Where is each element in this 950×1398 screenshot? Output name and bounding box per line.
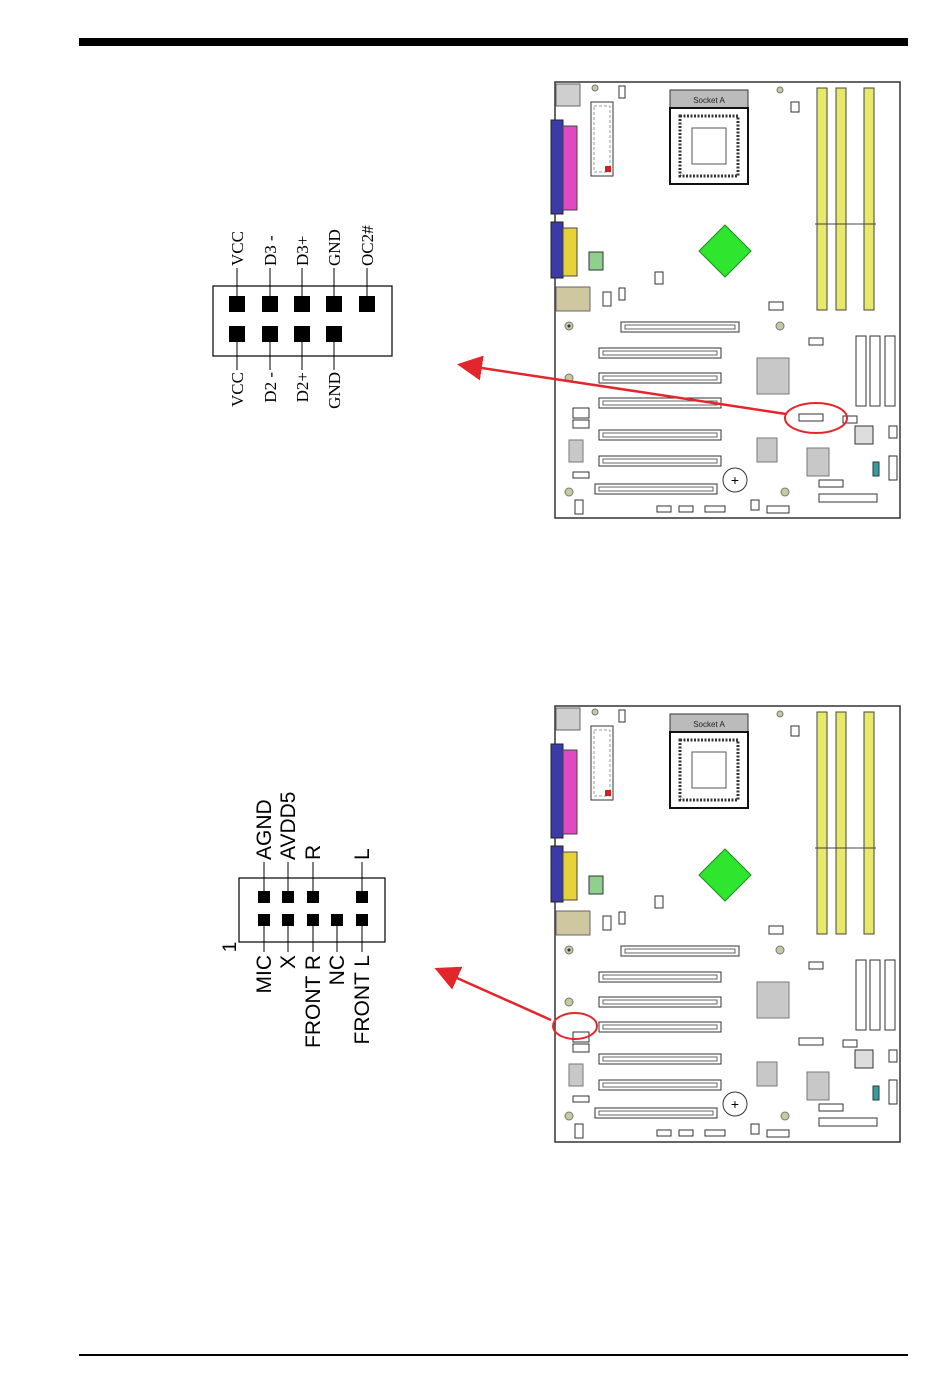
audio-pin-l: [356, 891, 368, 903]
audio-pin-front-r: [307, 914, 319, 926]
audio-pin-front-l: [356, 914, 368, 926]
audio-label-r: R: [302, 845, 325, 860]
audio-label-l: L: [351, 848, 374, 860]
usb-label-d2-plus: D2+: [293, 372, 312, 402]
usb-label-d3-plus: D3+: [293, 236, 312, 266]
usb-pin-vcc-top: [229, 296, 245, 312]
audio-header-figure: AGND AVDD5 R L MIC X FRONT R NC FRONT L …: [220, 792, 385, 1048]
audio-pin-mic: [258, 914, 270, 926]
usb-label-vcc-bottom: VCC: [228, 372, 247, 407]
usb-pin-d2-minus: [262, 326, 278, 342]
motherboard-diagram-audio: [551, 706, 900, 1142]
audio-label-front-r: FRONT R: [302, 955, 325, 1048]
usb-header-figure: VCC D3 - D3+ GND OC2# VCC D2 - D2+ GND: [213, 225, 392, 409]
usb-label-d2-minus: D2 -: [261, 372, 280, 403]
audio-label-x: X: [277, 955, 300, 969]
usb-pin-vcc-bottom: [229, 326, 245, 342]
usb-pin-d2-plus: [294, 326, 310, 342]
usb-label-vcc-top: VCC: [228, 231, 247, 266]
usb-label-gnd-top: GND: [325, 229, 344, 266]
usb-pin-gnd-top: [326, 296, 342, 312]
audio-pin-x: [282, 914, 294, 926]
audio-pin-one-marker: 1: [220, 942, 241, 953]
usb-pin-gnd-bottom: [326, 326, 342, 342]
audio-label-avdd5: AVDD5: [277, 792, 300, 860]
audio-pointer-arrow: [439, 970, 551, 1020]
usb-pin-d3-plus: [294, 296, 310, 312]
audio-label-agnd: AGND: [253, 799, 276, 860]
audio-label-front-l: FRONT L: [351, 955, 374, 1044]
audio-pin-r: [307, 891, 319, 903]
usb-label-oc2: OC2#: [358, 225, 377, 266]
audio-label-nc: NC: [326, 955, 349, 985]
usb-label-d3-minus: D3 -: [261, 235, 280, 266]
usb-pin-d3-minus: [262, 296, 278, 312]
usb-pin-oc2: [359, 296, 375, 312]
audio-label-mic: MIC: [253, 955, 276, 994]
audio-pin-avdd5: [282, 891, 294, 903]
audio-pin-nc: [331, 914, 343, 926]
audio-header-outline: [239, 878, 385, 942]
usb-label-gnd-bottom: GND: [325, 372, 344, 409]
motherboard-diagram-usb: [551, 82, 900, 518]
audio-pin-agnd: [258, 891, 270, 903]
